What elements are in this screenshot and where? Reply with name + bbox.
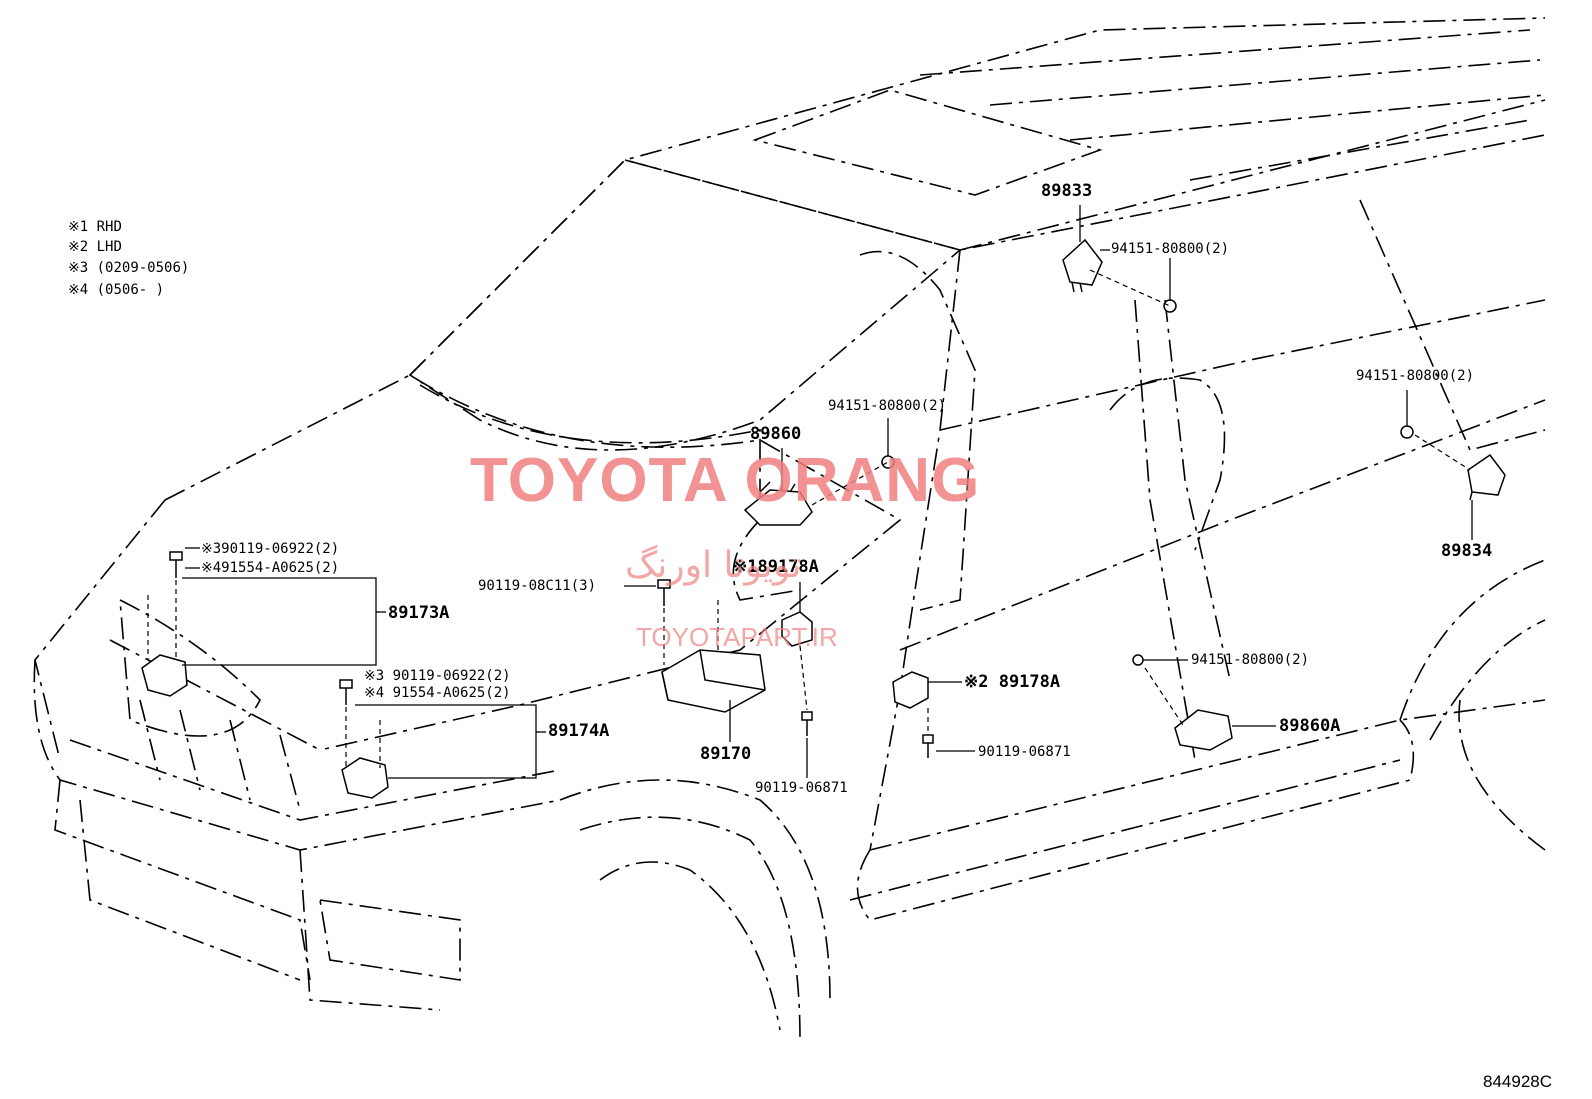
- label-89178A-right: ※2 89178A: [964, 672, 1061, 692]
- sensor-89860A: [1174, 709, 1233, 751]
- legend-mark: ※3: [68, 260, 89, 276]
- label-89173A: 89173A: [388, 603, 450, 623]
- label-89833: 89833: [1041, 181, 1093, 201]
- legend-text: LHD: [96, 239, 122, 255]
- legend-text: RHD: [96, 219, 122, 235]
- sensor-89173A: [141, 654, 188, 697]
- legend-mark: ※1: [68, 219, 89, 235]
- label-90119-06922-a: ※390119-06922(2): [201, 541, 340, 557]
- ecu-89170: [661, 649, 766, 713]
- legend-mark: ※2: [68, 239, 89, 255]
- label-90119-06922-b: ※3 90119-06922(2): [364, 668, 511, 684]
- bolt-90119-06871-center: [801, 711, 813, 736]
- bolt-94151-top: [1163, 299, 1177, 313]
- bolt-90119-06922-b: [339, 679, 353, 705]
- legend-row-2: ※2 LHD: [68, 239, 122, 255]
- sensor-89834: [1467, 453, 1506, 501]
- legend-mark: ※4: [68, 282, 89, 298]
- label-90119-08C11: 90119-08C11(3): [478, 578, 597, 594]
- bolt-94151-right: [1400, 425, 1414, 439]
- legend-text: (0506- ): [96, 282, 165, 298]
- legend-row-1: ※1 RHD: [68, 219, 122, 235]
- sensor-89178A-right: [892, 671, 929, 709]
- bolt-90119-06922-a: [169, 551, 183, 578]
- sensor-89833: [1062, 238, 1103, 293]
- label-90119-06871-right: 90119-06871: [978, 744, 1071, 760]
- label-94151-right: 94151-80800(2): [1356, 368, 1475, 384]
- label-90119-06871-center: 90119-06871: [755, 780, 848, 796]
- label-91554-b: ※4 91554-A0625(2): [364, 685, 511, 701]
- vehicle-outline: [33, 17, 1546, 1041]
- leader-lines: [147, 205, 1473, 779]
- label-89834: 89834: [1441, 541, 1493, 561]
- label-94151-top: 94151-80800(2): [1111, 241, 1230, 257]
- bolt-90119-06871-right: [922, 734, 934, 758]
- legend-row-3: ※3 (0209-0506): [68, 260, 189, 276]
- legend-text: (0209-0506): [96, 260, 190, 276]
- label-89170: 89170: [700, 744, 752, 764]
- label-89174A: 89174A: [548, 721, 610, 741]
- watermark-main: TOYOTA ORANG: [470, 446, 981, 515]
- sensor-89174A: [341, 757, 389, 799]
- label-94151-lower: 94151-80800(2): [1191, 652, 1310, 668]
- bolt-94151-lower: [1132, 654, 1144, 666]
- label-89860A: 89860A: [1279, 716, 1341, 736]
- label-89860: 89860: [750, 424, 802, 444]
- label-89178A-center: ※189178A: [733, 557, 819, 577]
- diagram-code: 844928C: [1483, 1072, 1553, 1091]
- watermark-url: TOYOTAPART.IR: [636, 622, 838, 652]
- sensor-89860: [743, 481, 813, 526]
- label-91554-a: ※491554-A0625(2): [201, 560, 340, 576]
- watermark-persian: تویوتا اورنگ: [625, 545, 802, 586]
- legend-row-4: ※4 (0506- ): [68, 282, 164, 298]
- label-94151-mid: 94151-80800(2): [828, 398, 947, 414]
- bolt-90119-08C11: [657, 579, 671, 606]
